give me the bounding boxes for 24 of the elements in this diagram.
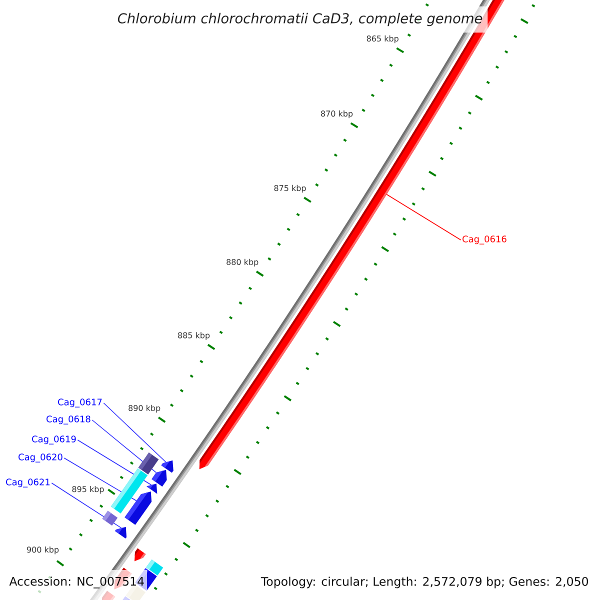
gene-label: Cag_0618 — [46, 416, 90, 424]
gene-block — [114, 526, 127, 539]
leader-line — [92, 420, 157, 474]
tick-label: 875 kbp — [274, 184, 306, 193]
gene-label: Cag_0619 — [32, 436, 76, 444]
gene-label: Cag_0620 — [18, 454, 62, 462]
accession-text: Accession: NC_007514 — [3, 570, 147, 600]
tick-label: 890 kbp — [128, 404, 160, 413]
gene-block — [161, 460, 174, 473]
tick-label: 880 kbp — [226, 258, 258, 267]
summary-text: Topology: circular; Length: 2,572,079 bp; Genes: 2,050 — [260, 576, 588, 588]
leader-line — [386, 194, 462, 240]
gene-label: Cag_0621 — [6, 478, 50, 488]
gene-label: Cag_0616 — [462, 236, 506, 244]
tick-label: 885 kbp — [178, 332, 210, 340]
tick-label: 870 kbp — [321, 110, 353, 118]
leader-line — [103, 402, 166, 463]
tick-label: 895 kbp — [72, 486, 104, 494]
tick-label: 900 kbp — [26, 546, 59, 554]
tick-label: 865 kbp — [366, 35, 398, 44]
gene-block — [152, 470, 167, 487]
gene-label: Cag_0617 — [58, 398, 102, 408]
leader-line — [51, 482, 122, 528]
map-title: Chlorobium chlorochromatii CaD3, complete genome — [112, 6, 488, 33]
